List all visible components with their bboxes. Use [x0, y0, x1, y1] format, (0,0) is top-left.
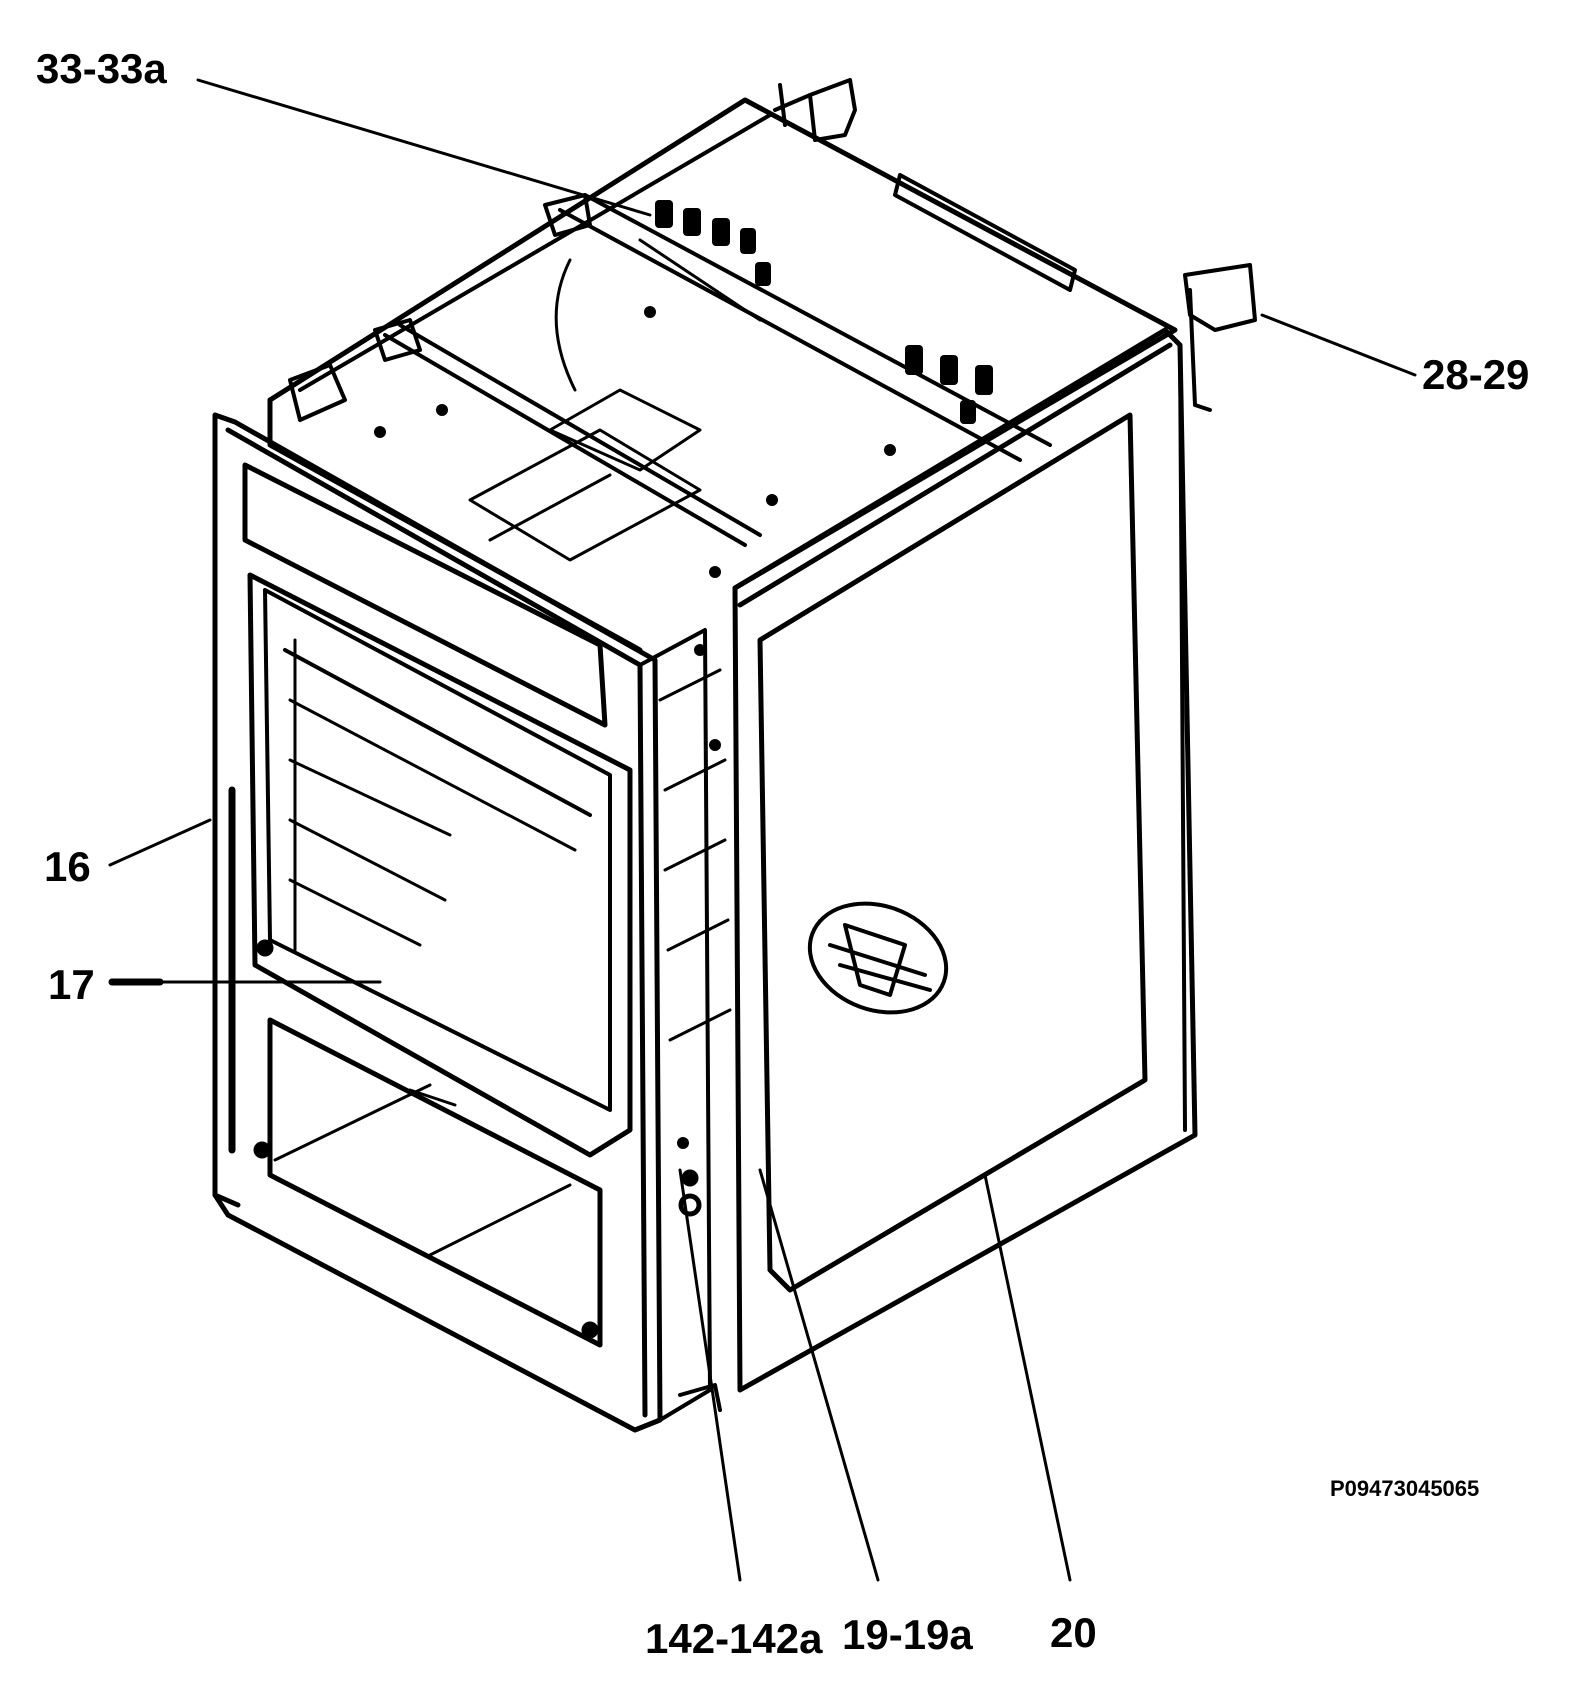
leader-19-19a — [758, 1168, 880, 1582]
leader-142-142a — [678, 1168, 742, 1582]
callout-17: 17 — [48, 961, 95, 1008]
callout-33-33a: 33-33a — [36, 45, 167, 92]
leader-20 — [983, 1173, 1072, 1582]
leader-28-29 — [1260, 313, 1417, 377]
callout-142-142a: 142-142a — [645, 1615, 823, 1662]
side-panel-grip — [807, 901, 949, 1015]
leader-16 — [108, 818, 212, 867]
control-components — [374, 200, 993, 1149]
leader-33-33a — [196, 78, 652, 217]
front-frame — [212, 412, 732, 1433]
callout-19-19a: 19-19a — [842, 1611, 973, 1658]
drawing-code: P09473045065 — [1330, 1476, 1480, 1501]
callout-16: 16 — [44, 843, 91, 890]
callout-28-29: 28-29 — [1422, 351, 1530, 398]
callout-20: 20 — [1050, 1609, 1097, 1656]
leader-lines — [108, 78, 1417, 1582]
side-panel — [732, 327, 1198, 1393]
